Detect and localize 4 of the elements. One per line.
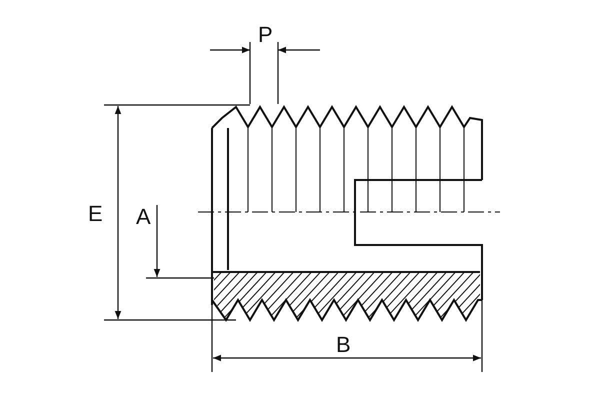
dimension-label: A <box>136 206 151 228</box>
dimension-label: B <box>336 334 351 356</box>
dimension-label: P <box>258 24 273 46</box>
dimension-label: E <box>88 203 103 225</box>
